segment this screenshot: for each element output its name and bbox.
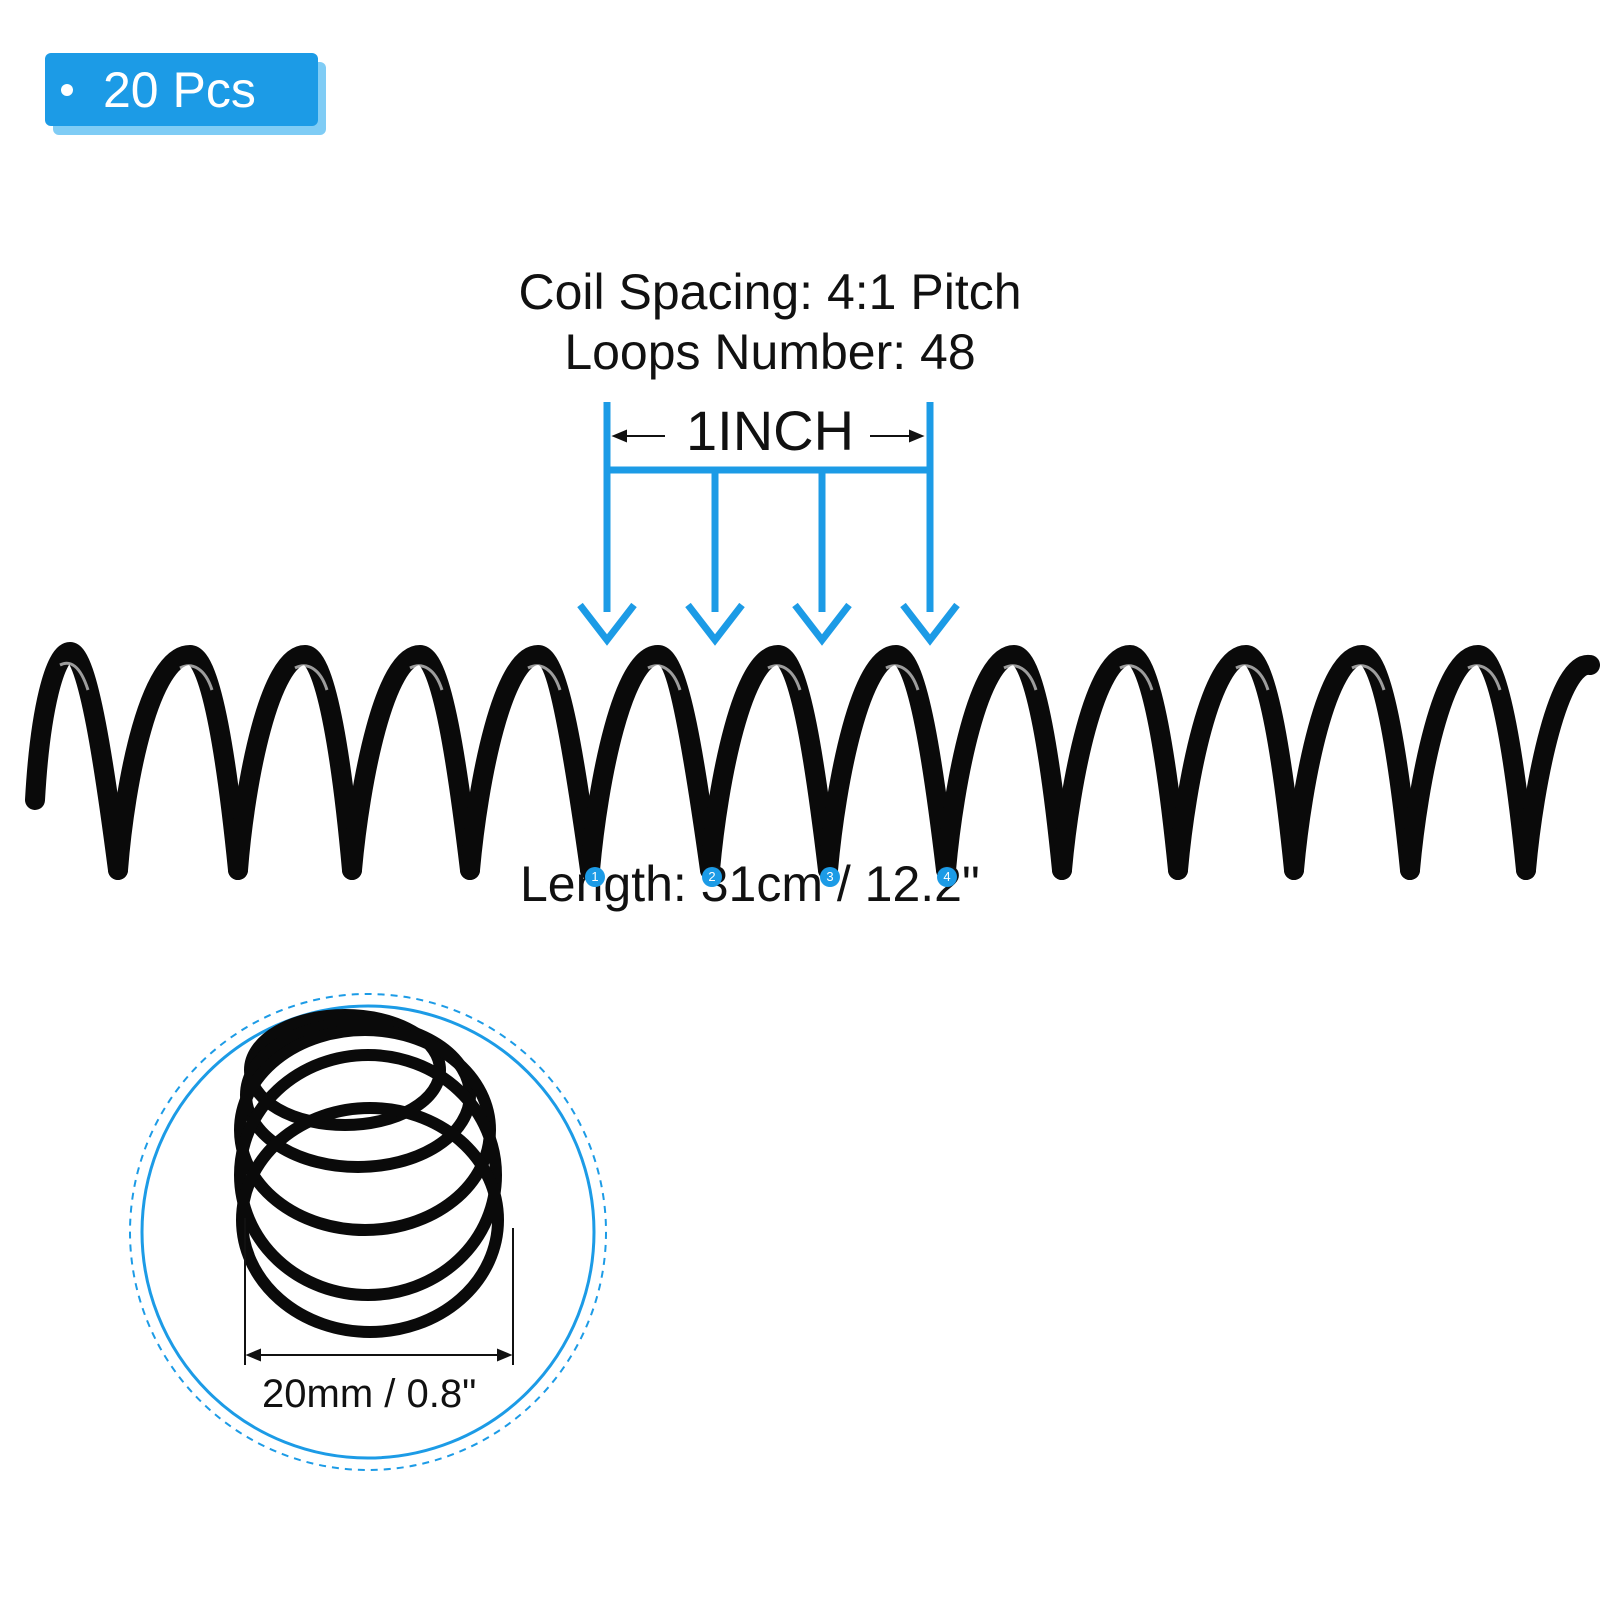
diameter-dimension <box>244 1218 514 1365</box>
coil-marker-4: 4 <box>937 867 957 887</box>
loops-number-label: Loops Number: 48 <box>564 324 976 380</box>
coil-highlights <box>59 661 1502 691</box>
pitch-dimension-label: 1INCH <box>685 399 855 462</box>
coil-marker-2: 2 <box>702 867 722 887</box>
bullet-icon <box>61 83 73 96</box>
quantity-label: 20 Pcs <box>103 61 256 118</box>
long-spring <box>25 641 1600 880</box>
coil-marker-1: 1 <box>585 867 605 887</box>
pitch-arrows <box>611 429 925 443</box>
detail-circle <box>129 993 607 1471</box>
spec-block: Coil Spacing: 4:1 Pitch Loops Number: 48 <box>380 262 1160 382</box>
spring-end-view <box>234 1009 504 1338</box>
coil-spacing-label: Coil Spacing: 4:1 Pitch <box>518 264 1022 320</box>
pitch-bracket <box>577 402 960 646</box>
coil-marker-3: 3 <box>820 867 840 887</box>
quantity-badge: 20 Pcs <box>45 53 318 126</box>
diameter-label: 20mm / 0.8" <box>262 1372 477 1416</box>
